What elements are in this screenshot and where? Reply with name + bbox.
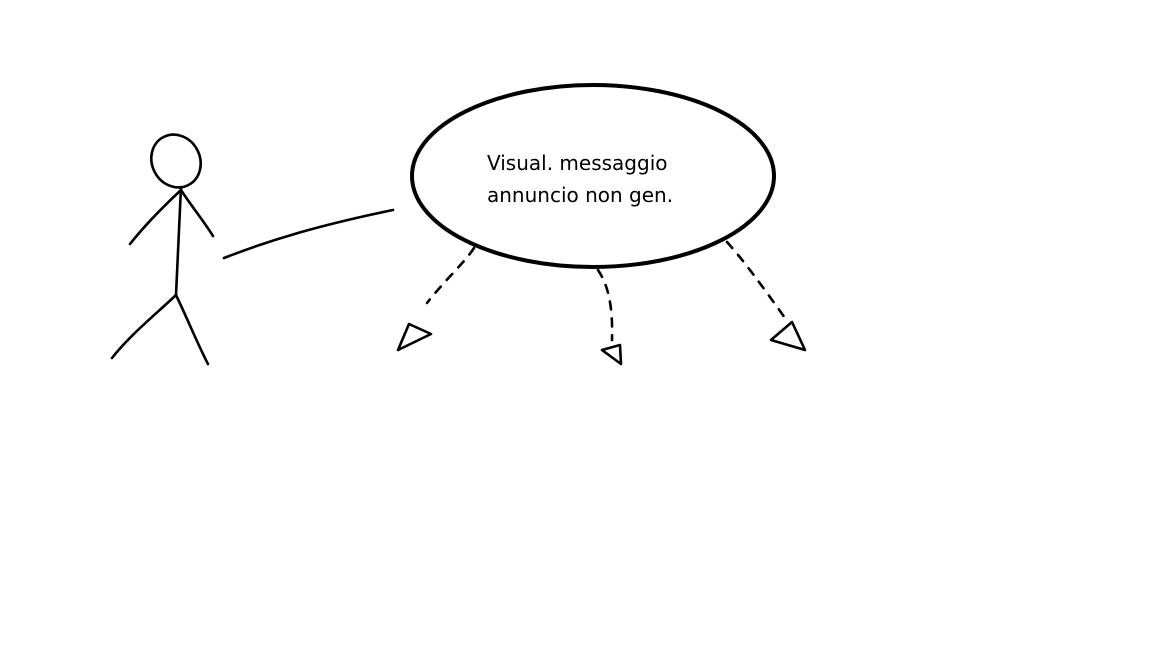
- arrowhead-middle: [600, 343, 623, 366]
- actor-body: [174, 185, 183, 297]
- actor-right-leg: [174, 293, 210, 366]
- actor-left-leg: [110, 293, 178, 360]
- use-case-ellipse: [410, 83, 776, 269]
- dependency-line-left: [425, 246, 476, 305]
- actor: [110, 133, 215, 366]
- actor-left-arm: [128, 188, 183, 246]
- actor-head: [150, 133, 202, 189]
- association-line: [222, 208, 395, 260]
- arrowhead-left: [396, 322, 433, 352]
- dependency-arrow-left: [396, 246, 476, 352]
- use-case-label-line1: Visual. messaggio: [487, 151, 668, 175]
- use-case-label-line2: annuncio non gen.: [487, 183, 674, 207]
- dependency-line-right: [725, 240, 787, 320]
- dependency-line-middle: [596, 268, 614, 342]
- dependency-arrow-right: [725, 240, 807, 352]
- actor-right-arm: [179, 188, 215, 238]
- use-case-label: Visual. messaggio annuncio non gen.: [487, 147, 727, 211]
- dependency-arrow-middle: [596, 268, 623, 366]
- arrowhead-right: [769, 320, 807, 352]
